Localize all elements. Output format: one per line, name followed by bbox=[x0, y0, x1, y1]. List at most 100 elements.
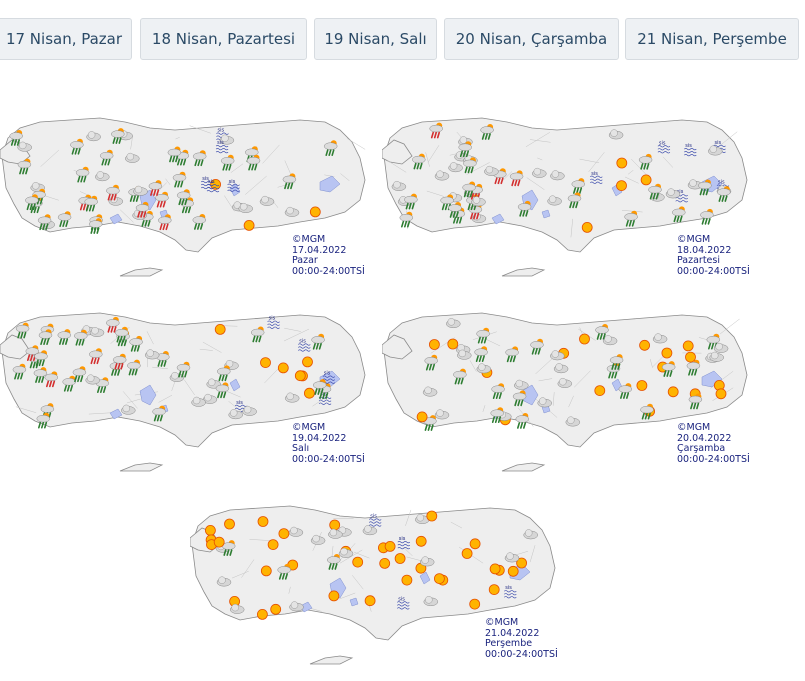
province-border bbox=[158, 394, 173, 403]
rain-icon bbox=[661, 361, 676, 377]
province-border bbox=[450, 521, 463, 529]
cyprus-outline bbox=[309, 655, 354, 665]
cloud-icon bbox=[484, 165, 499, 176]
tab-20-nisan[interactable]: 20 Nisan, Çarşamba bbox=[444, 18, 619, 60]
rain-icon bbox=[567, 192, 582, 209]
date: 19.04.2022 bbox=[292, 432, 347, 444]
tab-18-nisan[interactable]: 18 Nisan, Pazartesi bbox=[140, 18, 307, 60]
province-border bbox=[537, 157, 543, 161]
rain-icon bbox=[192, 214, 207, 230]
cloud-icon bbox=[476, 363, 492, 374]
fog-icon: sis bbox=[267, 316, 280, 329]
rain-icon bbox=[412, 153, 426, 170]
province-border bbox=[175, 137, 180, 140]
fog-label: sis bbox=[218, 128, 225, 134]
province-border bbox=[426, 190, 444, 197]
province-border bbox=[264, 366, 281, 384]
province-border bbox=[262, 144, 280, 164]
rain-icon bbox=[192, 150, 207, 167]
sunny-icon bbox=[640, 174, 652, 186]
rain-icon bbox=[34, 350, 48, 367]
rain-icon bbox=[220, 154, 235, 171]
rain-icon bbox=[517, 200, 532, 217]
cloud-icon bbox=[419, 556, 435, 567]
rain-icon bbox=[9, 130, 23, 146]
cloud-icon bbox=[121, 404, 136, 415]
tab-17-nisan[interactable]: 17 Nisan, Pazar bbox=[0, 18, 132, 60]
thunderstorm-icon bbox=[155, 191, 169, 208]
sunny-icon bbox=[352, 556, 364, 568]
province-border bbox=[283, 328, 310, 342]
cloud-icon bbox=[423, 596, 439, 607]
tab-19-nisan[interactable]: 19 Nisan, Salı bbox=[314, 18, 437, 60]
rain-icon bbox=[458, 141, 472, 158]
fog-label: sis bbox=[718, 180, 725, 186]
cyprus-outline bbox=[501, 267, 546, 277]
sunny-icon bbox=[516, 557, 528, 569]
cloud-icon bbox=[434, 409, 450, 420]
fog-icon: sis bbox=[215, 140, 229, 154]
province-border bbox=[427, 145, 440, 163]
province-border bbox=[624, 176, 639, 184]
province-border bbox=[126, 398, 141, 404]
province-border bbox=[525, 132, 551, 148]
cloud-icon bbox=[471, 196, 486, 207]
province-border bbox=[154, 182, 167, 196]
time-range: 00:00-24:00TSİ bbox=[292, 265, 365, 277]
rain-icon bbox=[167, 146, 182, 163]
tab-21-nisan[interactable]: 21 Nisan, Perşembe bbox=[625, 18, 799, 60]
rain-icon bbox=[12, 363, 27, 380]
fog-label: sis bbox=[398, 596, 405, 602]
sunny-icon bbox=[447, 338, 459, 350]
rain-icon bbox=[571, 178, 586, 194]
tab-label: 17 Nisan, Pazar bbox=[5, 30, 123, 48]
rain-icon bbox=[111, 128, 125, 144]
sunny-icon bbox=[224, 518, 235, 530]
map-caption: ©MGM 21.04.2022 Perşembe 00:00-24:00TSİ bbox=[485, 617, 558, 660]
cloud-icon bbox=[709, 351, 724, 362]
province-border bbox=[469, 360, 477, 372]
date: 17.04.2022 bbox=[292, 244, 347, 256]
cloud-icon bbox=[191, 396, 206, 407]
sunny-icon bbox=[384, 541, 396, 552]
province-border bbox=[649, 358, 653, 368]
province-border bbox=[425, 152, 430, 167]
rain-icon bbox=[474, 346, 488, 363]
rain-icon bbox=[277, 563, 291, 580]
lake bbox=[229, 378, 241, 392]
sunny-icon bbox=[469, 598, 481, 610]
date: 18.04.2022 bbox=[677, 244, 732, 256]
fog-icon: sis bbox=[368, 514, 382, 527]
province-border bbox=[15, 406, 37, 413]
rain-icon bbox=[17, 158, 32, 175]
thunderstorm-icon bbox=[89, 348, 103, 365]
rain-icon bbox=[15, 322, 30, 339]
cloud-icon bbox=[537, 397, 552, 408]
rain-icon bbox=[115, 326, 129, 343]
cloud-icon bbox=[337, 526, 352, 537]
province-border bbox=[202, 341, 222, 353]
rain-icon bbox=[448, 202, 462, 218]
province-border bbox=[627, 170, 634, 175]
cloud-icon bbox=[229, 603, 245, 614]
sunny-icon bbox=[488, 584, 500, 595]
sunny-icon bbox=[416, 411, 428, 423]
sunny-icon bbox=[267, 539, 279, 550]
rain-icon bbox=[88, 218, 103, 234]
rain-icon bbox=[491, 383, 505, 399]
fog-icon: sis bbox=[397, 596, 410, 610]
province-border bbox=[568, 395, 574, 408]
sunny-icon bbox=[394, 553, 406, 564]
rain-icon bbox=[75, 166, 90, 183]
province-border bbox=[288, 586, 291, 594]
province-border bbox=[719, 318, 740, 335]
rain-icon bbox=[530, 338, 544, 355]
rain-icon bbox=[490, 407, 504, 423]
province-border bbox=[184, 379, 195, 396]
rain-icon bbox=[70, 138, 84, 155]
cloud-icon bbox=[553, 363, 569, 374]
cloud-icon bbox=[238, 202, 253, 213]
province-border bbox=[241, 559, 255, 578]
